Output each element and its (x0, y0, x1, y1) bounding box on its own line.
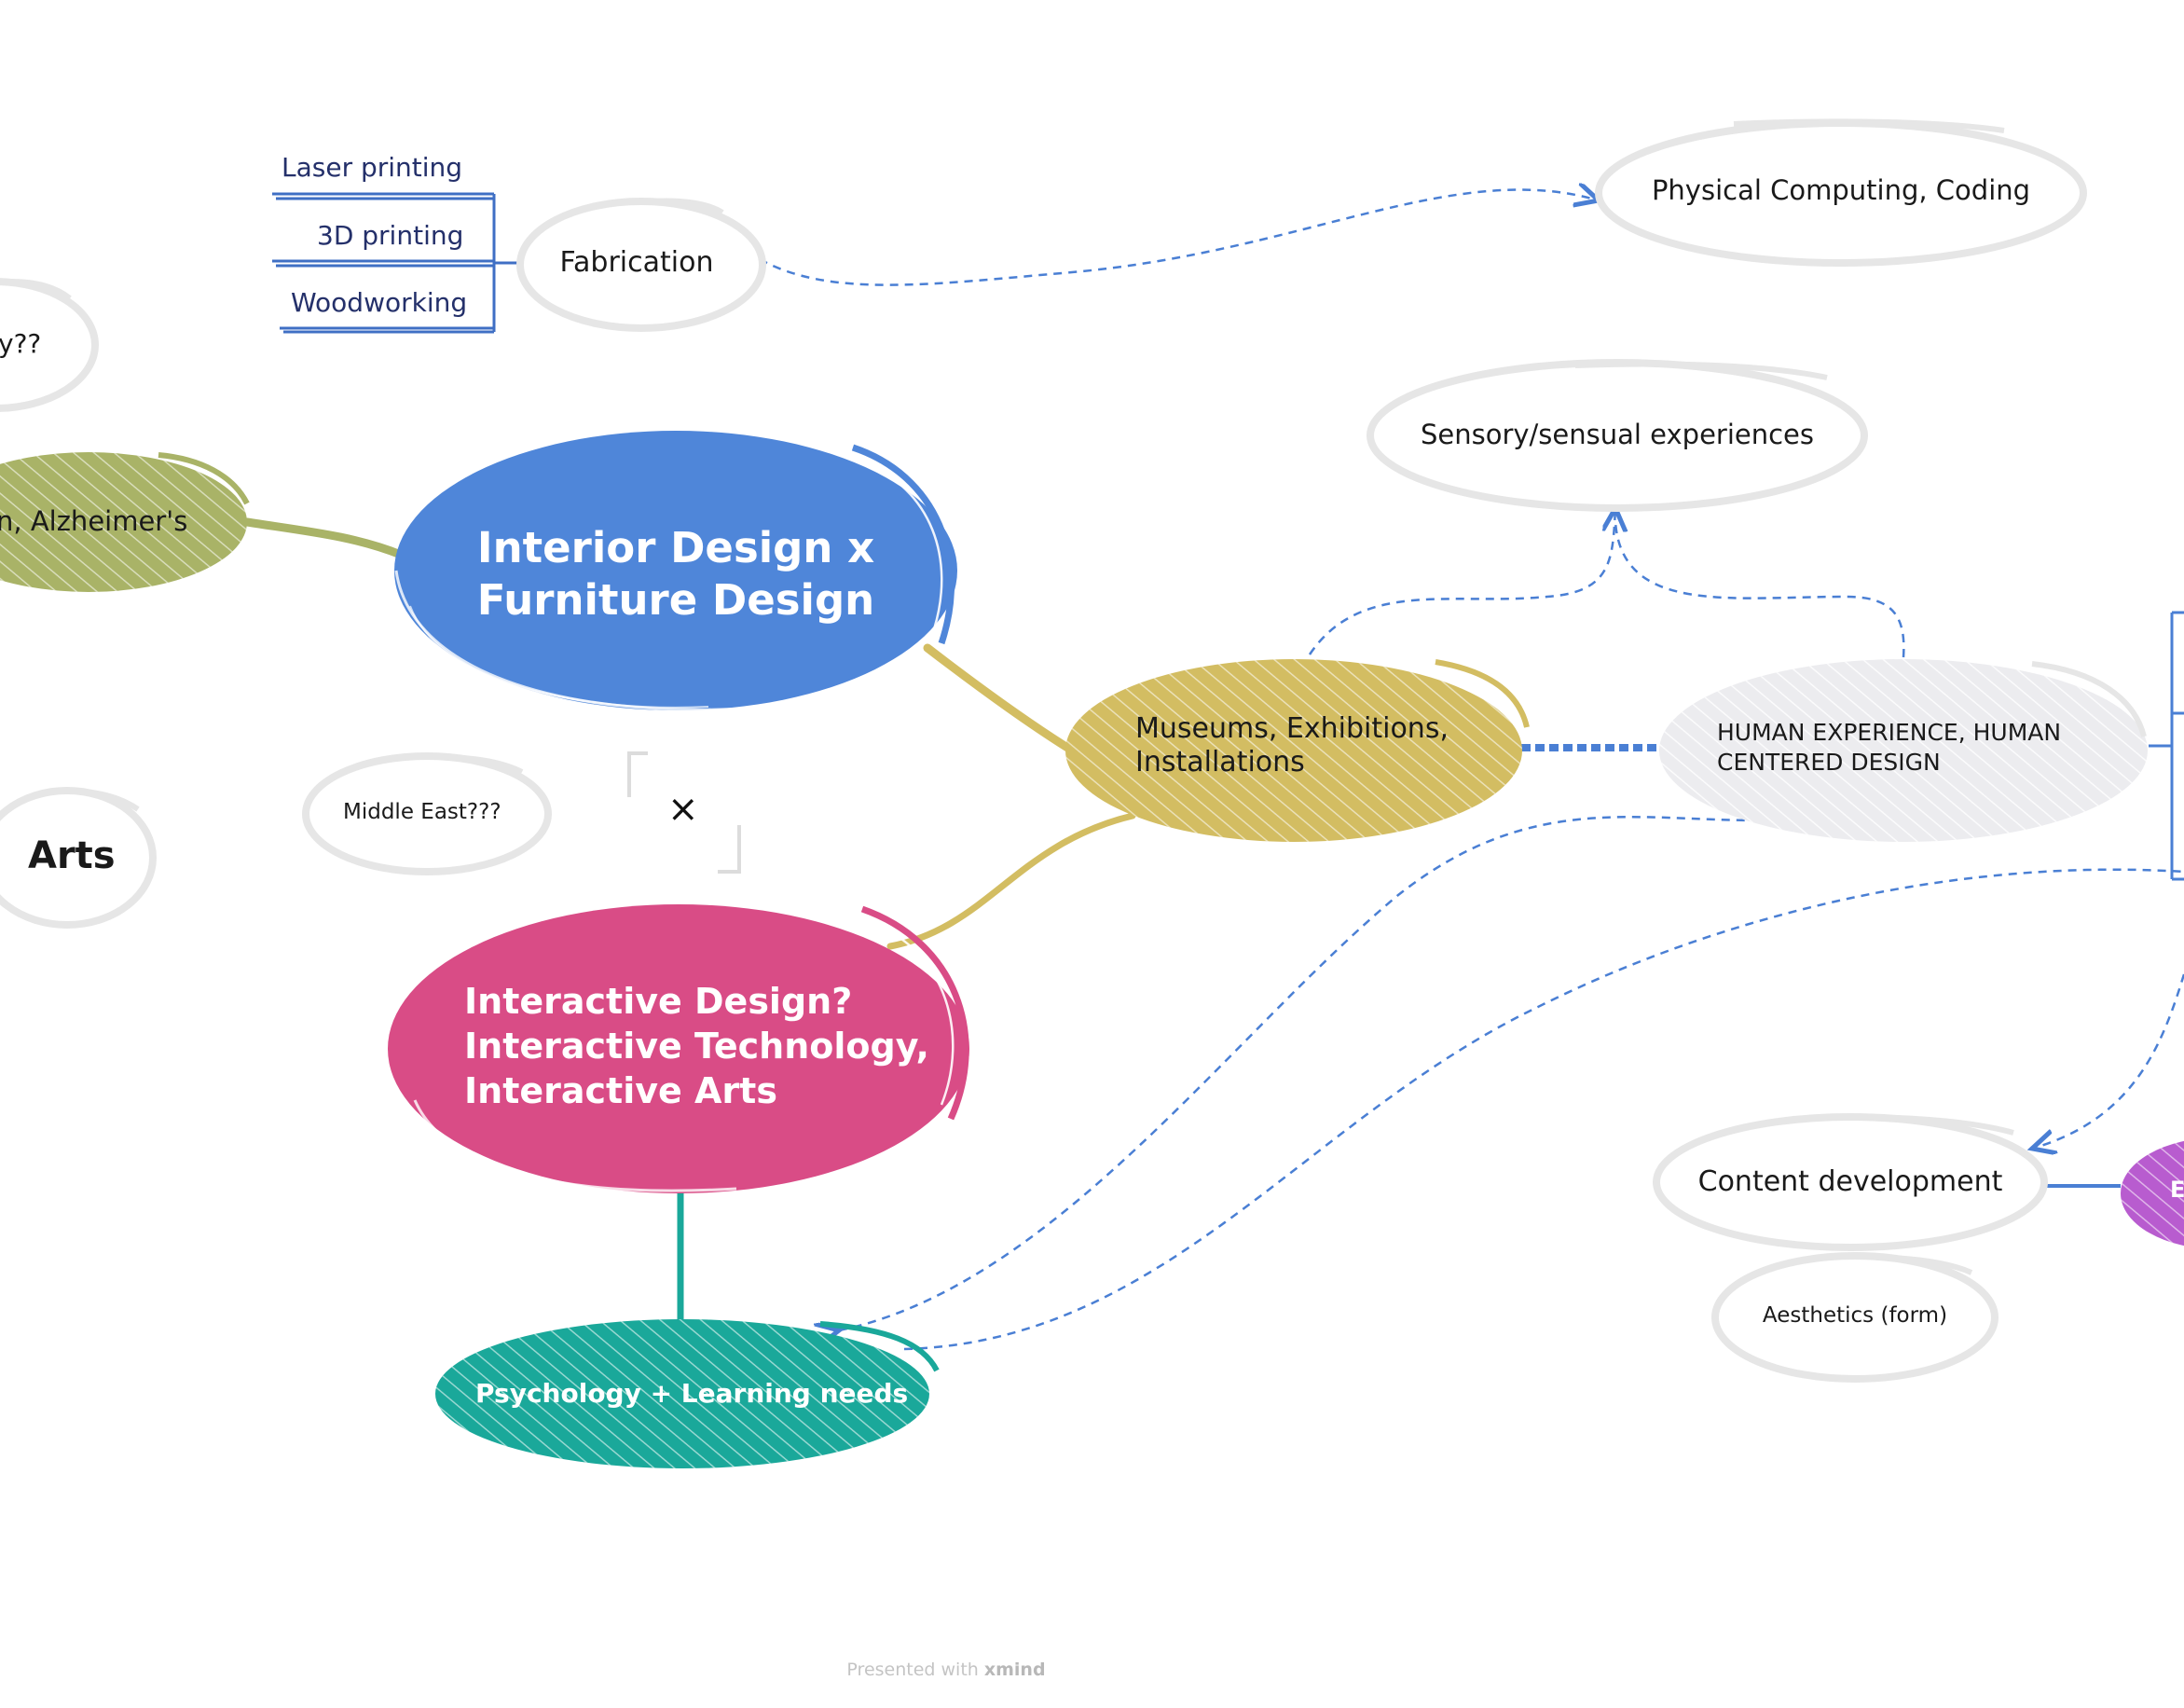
interactive-line3: Interactive Arts (464, 1070, 777, 1111)
interactive-node-label: Interactive Design? Interactive Technolo… (464, 979, 929, 1113)
human-experience-node[interactable] (1659, 659, 2148, 842)
relation-fabrication-physical (759, 189, 1599, 286)
relation-right-content (2032, 973, 2184, 1149)
relation-human-sensory (1614, 521, 1905, 658)
interactive-line1: Interactive Design? (464, 981, 853, 1022)
relation-psychology-right (903, 868, 2184, 1351)
museums-line2: Installations (1135, 746, 1305, 778)
central-node-label: Interior Design x Furniture Design (447, 522, 904, 627)
arts-node-label: Arts (28, 834, 116, 877)
selection-frame (627, 751, 741, 874)
fabrication-node[interactable] (516, 198, 766, 332)
museums-node[interactable] (1065, 659, 1530, 842)
museums-line1: Museums, Exhibitions, (1135, 712, 1449, 745)
partial-question-node[interactable] (0, 278, 99, 412)
relation-psychology-human (839, 816, 1763, 1330)
fabrication-child-3d: 3D printing (317, 220, 464, 251)
central-line2: Furniture Design (476, 575, 875, 625)
human-line2: CENTERED DESIGN (1717, 749, 1941, 776)
psychology-node-label: Psychology + Learning needs (475, 1378, 909, 1409)
connector-central-museums (923, 643, 1077, 755)
aesthetics-node[interactable] (1711, 1252, 1999, 1383)
physical-computing-node[interactable] (1595, 118, 2087, 267)
middle-east-node-label: Middle East??? (343, 800, 501, 824)
connector-interactive-museums (886, 812, 1136, 950)
fabrication-child-laser: Laser printing (282, 152, 463, 183)
alzheimers-node-label: n, Alzheimer's (0, 505, 188, 537)
sensory-node[interactable] (1367, 359, 1868, 512)
close-button[interactable]: × (667, 788, 699, 831)
museums-node-label: Museums, Exhibitions, Installations (1135, 712, 1449, 779)
middle-east-node[interactable] (302, 752, 552, 875)
interactive-line2: Interactive Technology, (464, 1026, 929, 1067)
aesthetics-node-label: Aesthetics (form) (1762, 1303, 1948, 1328)
content-development-node-label: Content development (1697, 1165, 2003, 1198)
purple-partial-node[interactable] (2121, 1137, 2184, 1249)
human-experience-node-label: HUMAN EXPERIENCE, HUMAN CENTERED DESIGN (1717, 718, 2061, 778)
relation-museums-sensory (1308, 508, 1615, 655)
physical-computing-node-label: Physical Computing, Coding (1651, 174, 2031, 206)
central-node[interactable] (394, 431, 957, 711)
presented-with-footer: Presented with xmind (0, 1660, 1892, 1680)
sensory-node-label: Sensory/sensual experiences (1420, 419, 1815, 450)
arts-node[interactable] (0, 787, 157, 929)
fabrication-bracket (272, 192, 517, 334)
alzheimers-node[interactable] (0, 452, 250, 592)
human-line1: HUMAN EXPERIENCE, HUMAN (1717, 719, 2062, 746)
fabrication-child-wood: Woodworking (291, 287, 468, 318)
psychology-node[interactable] (435, 1319, 940, 1468)
content-development-node[interactable] (1653, 1113, 2048, 1251)
partial-question-label: y?? (0, 328, 42, 359)
fabrication-node-label: Fabrication (559, 246, 714, 279)
central-line1: Interior Design x (476, 523, 875, 572)
footer-prefix: Presented with (846, 1660, 979, 1680)
interactive-node[interactable] (388, 904, 969, 1193)
xmind-brand: xmind (983, 1660, 1046, 1680)
purple-partial-label: E (2170, 1177, 2184, 1203)
connector-central-alzheimers (242, 517, 405, 559)
